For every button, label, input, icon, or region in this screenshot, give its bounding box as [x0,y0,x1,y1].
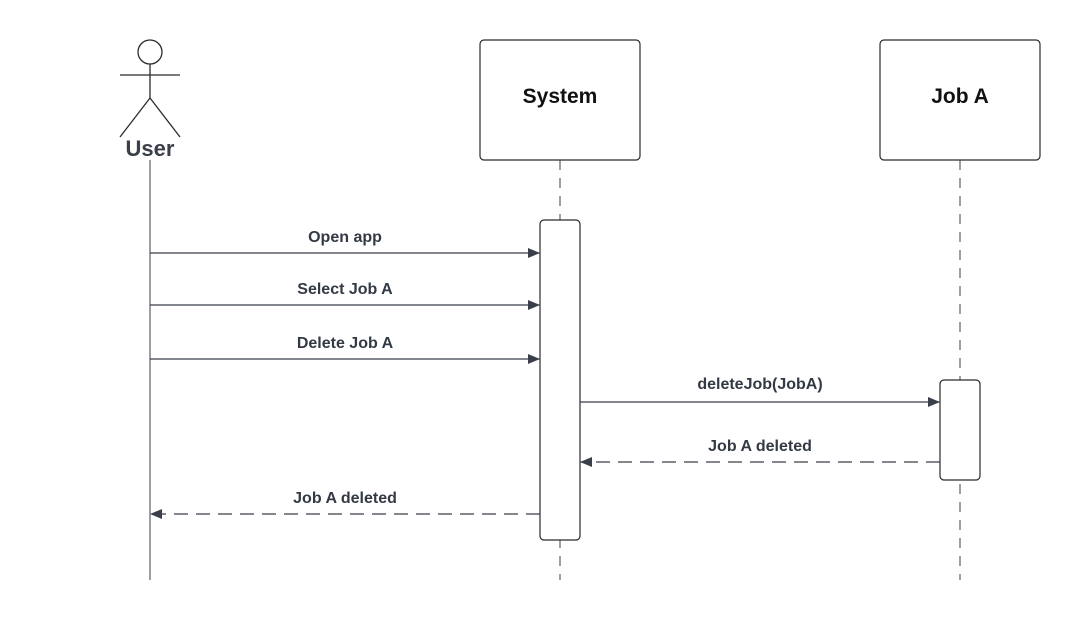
message-delete-job: Delete Job A [150,335,540,364]
message-label: deleteJob(JobA) [697,376,822,393]
participant-label-joba: Job A [931,85,989,108]
message-open-app: Open app [150,229,540,258]
message-job-deleted-return-system: Job A deleted [580,438,940,467]
message-delete-job-call: deleteJob(JobA) [580,376,940,407]
activation-bar-system [539,219,581,541]
message-label: Job A deleted [293,490,397,507]
participant-label-system: System [523,85,598,108]
participant-system: System [479,39,641,161]
message-label: Delete Job A [297,335,394,352]
message-job-deleted-return-user: Job A deleted [150,490,540,519]
actor-user: User [119,39,181,161]
activation-bar-joba [939,379,981,481]
actor-label: User [126,136,175,161]
message-label: Open app [308,229,382,246]
message-select-job: Select Job A [150,281,540,310]
stick-figure-icon [119,39,181,138]
message-label: Select Job A [297,281,393,298]
participant-joba: Job A [879,39,1041,161]
message-label: Job A deleted [708,438,812,455]
